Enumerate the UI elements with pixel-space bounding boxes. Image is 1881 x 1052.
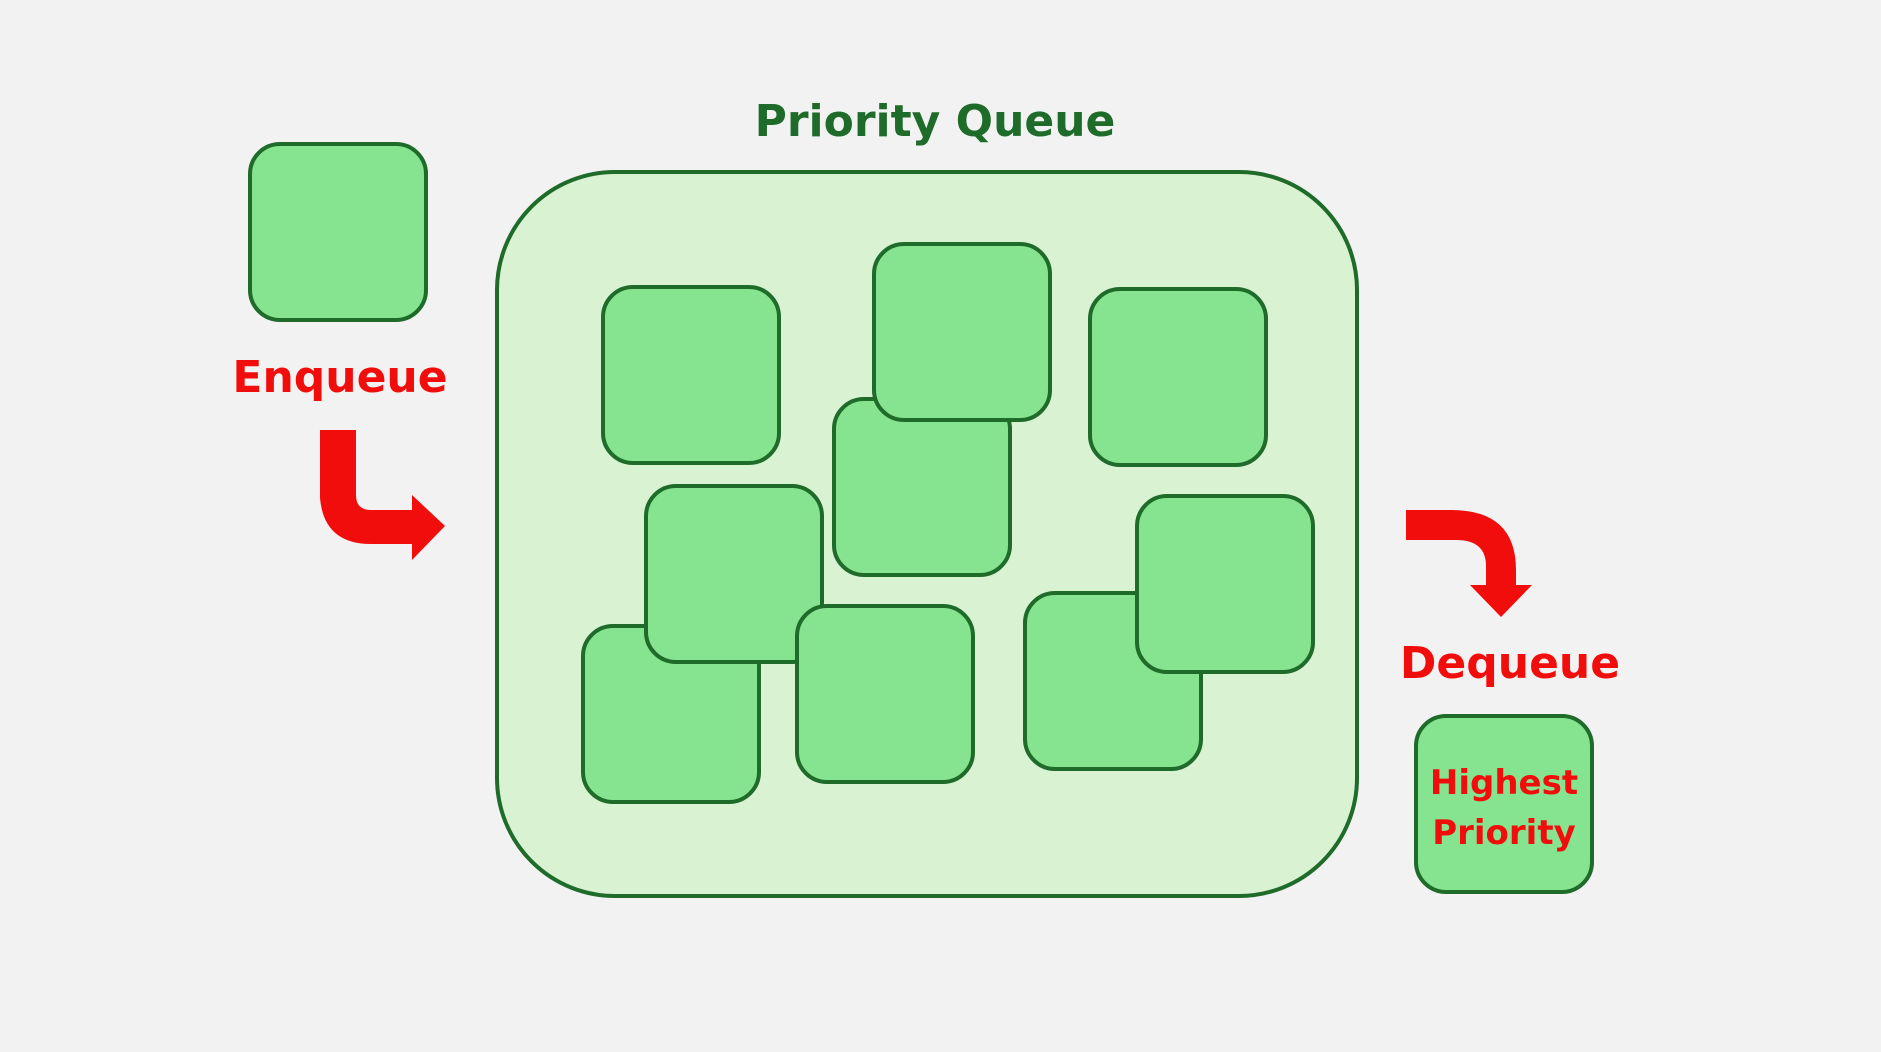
enqueue-arrow-icon (320, 430, 445, 560)
diagram-title: Priority Queue (754, 96, 1116, 147)
dequeue-arrow-icon (1406, 510, 1532, 617)
enqueue-label: Enqueue (232, 352, 448, 403)
dequeued-item-line2: Priority (1432, 813, 1576, 853)
dequeued-item: Highest Priority (1414, 714, 1594, 894)
queue-item (1135, 494, 1315, 674)
queue-item (601, 285, 781, 465)
queue-item (795, 604, 975, 784)
queue-item (1088, 287, 1268, 467)
queue-item (832, 397, 1012, 577)
queue-item (644, 484, 824, 664)
dequeue-label: Dequeue (1399, 638, 1621, 689)
queue-item (872, 242, 1052, 422)
incoming-item (248, 142, 428, 322)
dequeued-item-line1: Highest (1429, 763, 1579, 803)
